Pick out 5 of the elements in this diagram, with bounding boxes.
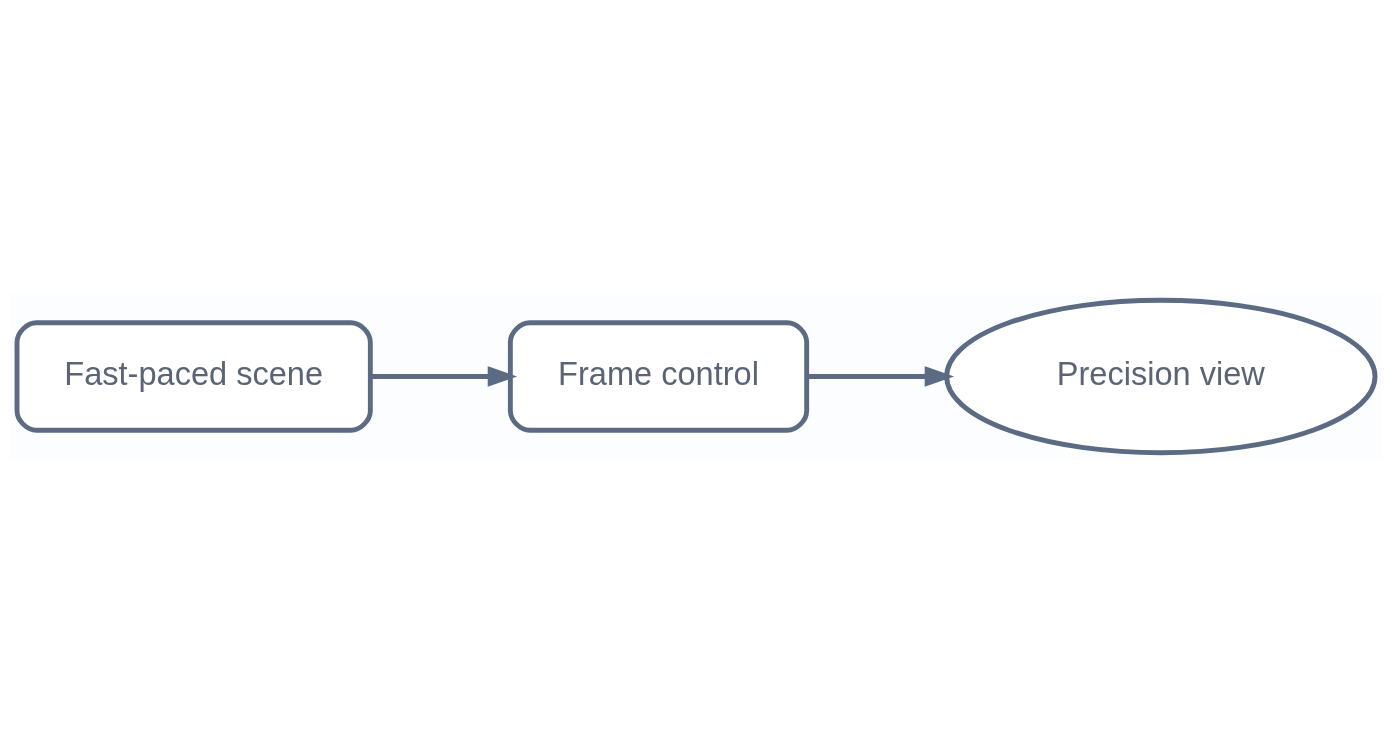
node-box: Frame control: [507, 319, 810, 433]
node-box: Fast-paced scene: [14, 319, 373, 433]
arrow: [370, 365, 518, 387]
node-ellipse: Precision view: [944, 297, 1378, 455]
arrow: [807, 365, 955, 387]
